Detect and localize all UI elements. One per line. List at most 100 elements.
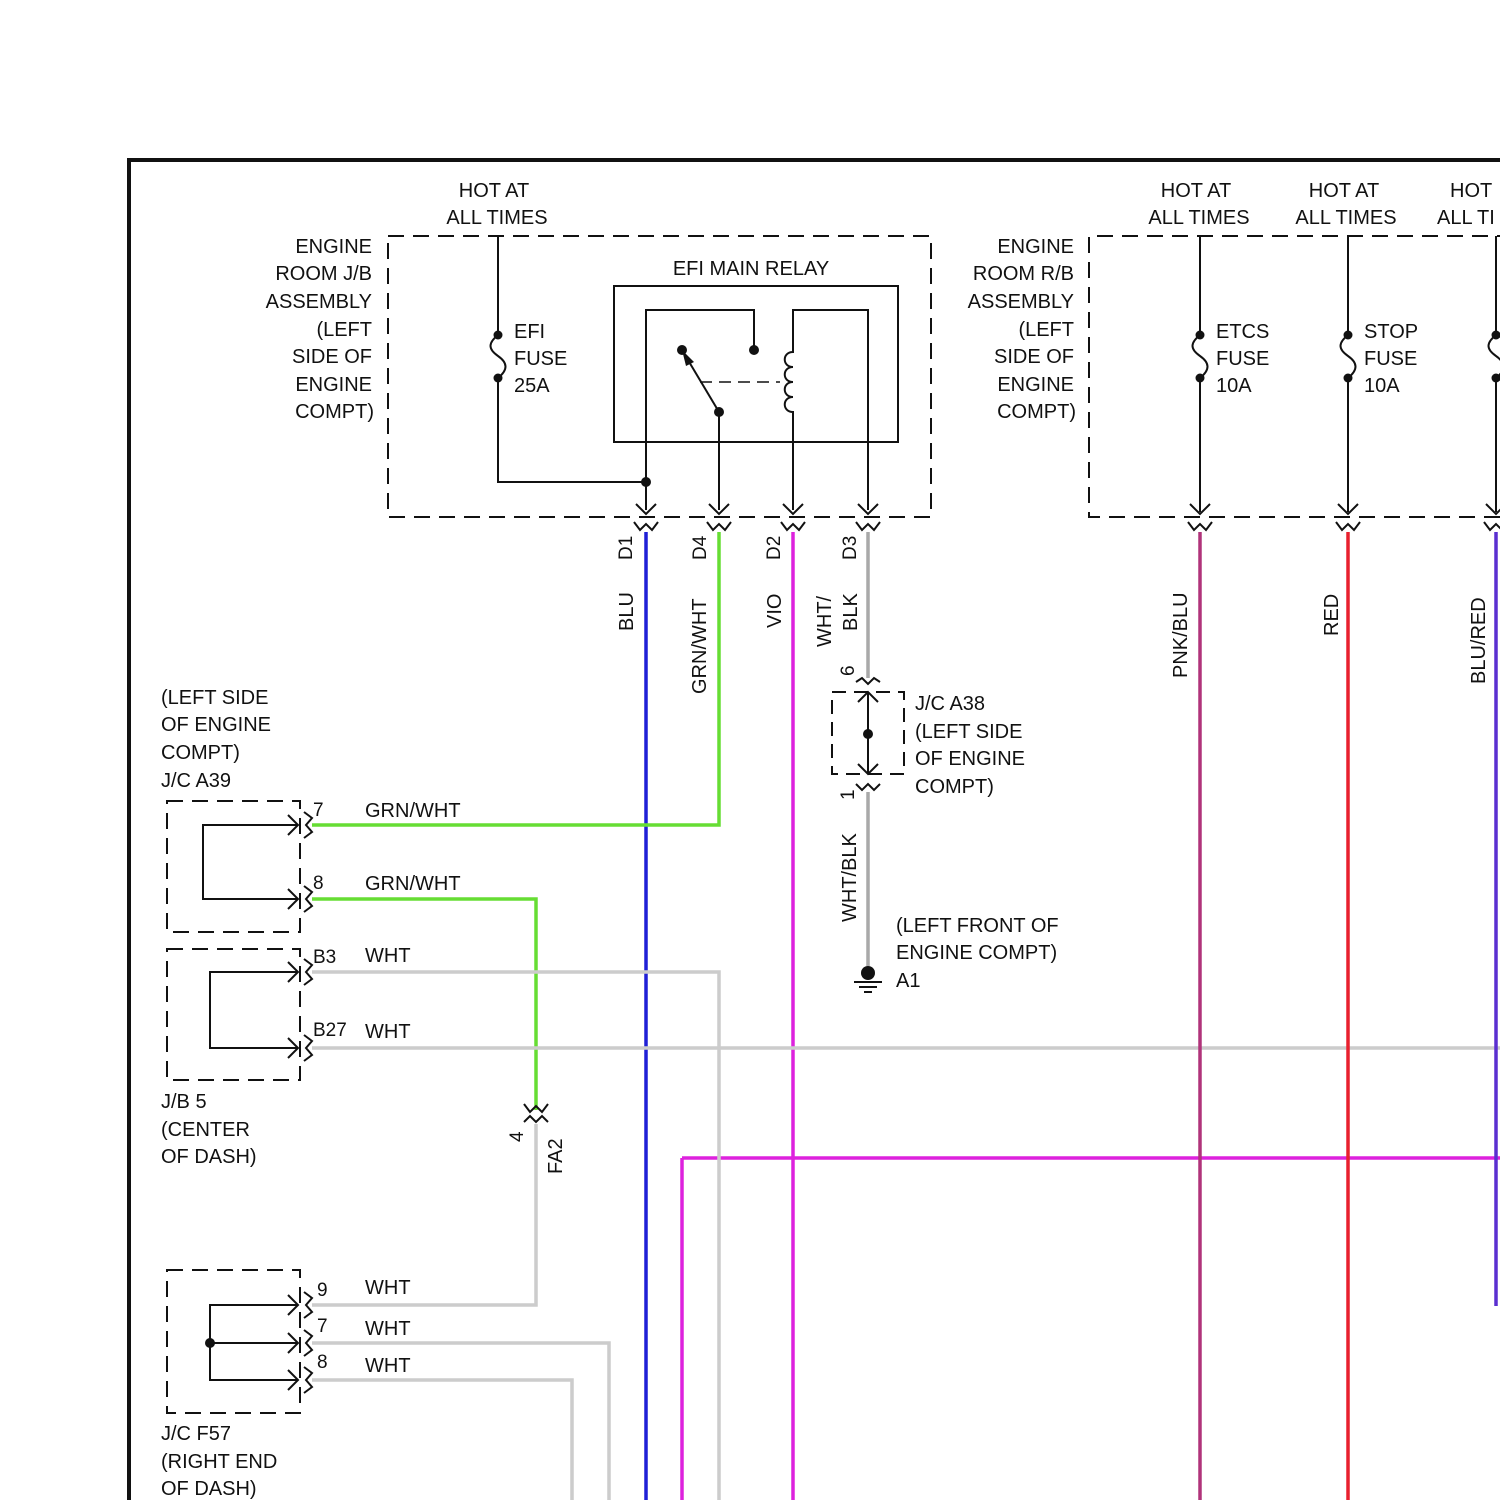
stop-fuse-label: FUSE [1364, 348, 1417, 370]
jb5-pin-b3: B3 [313, 947, 336, 968]
wire-label-pnk-blu: PNK/BLU [1170, 592, 1192, 678]
rb-label-line: ROOM R/B [973, 263, 1074, 285]
wire-wht-fa2 [312, 1124, 536, 1305]
ground-a1-label: (LEFT FRONT OF [896, 915, 1059, 937]
wire-label-grn-wht: GRN/WHT [689, 598, 711, 694]
rb-label-line: SIDE OF [994, 346, 1074, 368]
wire-grn-wht-2 [312, 899, 536, 1110]
etcs-fuse-label: FUSE [1216, 348, 1269, 370]
etcs-fuse [1188, 236, 1212, 530]
f57-pin-9: 9 [317, 1280, 328, 1301]
a39-wire-label-2: GRN/WHT [365, 873, 461, 895]
jb5-wire-label-1: WHT [365, 945, 411, 967]
wire-grn-wht-1 [312, 532, 719, 825]
engine-room-jb-box [388, 236, 931, 517]
jc-f57-shorting-bar [205, 1292, 312, 1393]
f57-pin-7: 7 [317, 1316, 328, 1337]
efi-fuse-label: EFI [514, 321, 545, 343]
wire-wht-b3 [312, 972, 719, 1500]
pin-d3: D3 [840, 536, 861, 560]
rb-label-line: (LEFT [1018, 319, 1074, 341]
efi-fuse-label: FUSE [514, 348, 567, 370]
a38-pin-bottom: 1 [838, 789, 859, 800]
rb-hot-2-line2: ALL TIMES [1295, 207, 1396, 229]
stop-fuse-label: STOP [1364, 321, 1418, 343]
jc-a38-label: J/C A38 [915, 693, 985, 715]
pin-d2: D2 [764, 536, 785, 560]
rb-hot-3-line1: HOT [1450, 180, 1492, 202]
ground-a1-label: A1 [896, 970, 920, 992]
etcs-fuse-label: ETCS [1216, 321, 1269, 343]
wire-wht-f57-7 [312, 1343, 609, 1500]
stop-fuse-label: 10A [1364, 375, 1400, 397]
jc-a38-label: COMPT) [915, 776, 994, 798]
pin-d1: D1 [616, 536, 637, 560]
engine-room-rb-box [1089, 236, 1500, 517]
wire-label-wht-blk-lower: WHT/BLK [839, 832, 861, 922]
jc-a39-box [167, 801, 300, 932]
wire-label-blu: BLU [616, 592, 638, 631]
third-fuse [1484, 236, 1500, 530]
rb-hot-3-line2: ALL TI [1437, 207, 1495, 229]
jc-a39-label: (LEFT SIDE [161, 687, 268, 709]
rb-hot-2-line1: HOT AT [1309, 180, 1379, 202]
wire-label-blu-red: BLU/RED [1468, 597, 1490, 684]
wire-label-wht-blk-2: BLK [840, 593, 862, 631]
efi-relay-title: EFI MAIN RELAY [673, 258, 829, 280]
jb5-pin-b27: B27 [313, 1020, 347, 1041]
f57-wire-label-3: WHT [365, 1355, 411, 1377]
jb-label-line: ENGINE [295, 236, 372, 258]
jb5-box [167, 949, 300, 1080]
jb5-label: (CENTER [161, 1119, 250, 1141]
jc-a39-label: J/C A39 [161, 770, 231, 792]
jb-label-line: COMPT) [295, 401, 374, 423]
jb-label-line: SIDE OF [292, 346, 372, 368]
jc-f57-label: OF DASH) [161, 1478, 257, 1500]
fa2-label: FA2 [545, 1138, 567, 1174]
wire-label-red: RED [1321, 594, 1343, 636]
rb-hot-1-line1: HOT AT [1161, 180, 1231, 202]
rb-label-line: ENGINE [997, 374, 1074, 396]
wire-wht-f57-8 [312, 1380, 572, 1500]
jb-label-line: ROOM J/B [275, 263, 372, 285]
a39-pin-7: 7 [313, 800, 324, 821]
jb5-label: J/B 5 [161, 1091, 207, 1113]
rb-label: ENGINE ROOM R/B ASSEMBLY (LEFT SIDE OF E… [968, 236, 1076, 423]
jc-a39-label: COMPT) [161, 742, 240, 764]
a39-pin-8: 8 [313, 873, 324, 894]
f57-wire-label-1: WHT [365, 1277, 411, 1299]
jb-label-line: ENGINE [295, 374, 372, 396]
f57-pin-8: 8 [317, 1352, 328, 1373]
fa2-pin: 4 [507, 1131, 528, 1142]
jb-hot-line2: ALL TIMES [446, 207, 547, 229]
jb-label-line: ASSEMBLY [266, 291, 372, 313]
jb-label-line: (LEFT [316, 319, 372, 341]
jc-a39-label: OF ENGINE [161, 714, 271, 736]
jc-f57-label: (RIGHT END [161, 1451, 277, 1473]
jb5-label: OF DASH) [161, 1146, 257, 1168]
a38-pin-top: 6 [838, 665, 859, 676]
wire-label-vio: VIO [764, 594, 786, 628]
etcs-fuse-label: 10A [1216, 375, 1252, 397]
jb5-shorting-bar [210, 959, 312, 1061]
fa2-connector [524, 1104, 548, 1122]
f57-wire-label-2: WHT [365, 1318, 411, 1340]
efi-fuse-label: 25A [514, 375, 550, 397]
ground-icon [854, 966, 882, 992]
relay-switch-icon [646, 310, 780, 510]
rb-label-line: COMPT) [997, 401, 1076, 423]
rb-label-line: ASSEMBLY [968, 291, 1074, 313]
jc-a39-shorting-bar [203, 812, 312, 912]
jc-a38-label: OF ENGINE [915, 748, 1025, 770]
jc-f57-box [167, 1270, 300, 1413]
ground-a1-label: ENGINE COMPT) [896, 942, 1057, 964]
relay-coil-icon [785, 310, 868, 510]
jb5-wire-label-2: WHT [365, 1021, 411, 1043]
jc-f57-label: J/C F57 [161, 1423, 231, 1445]
jc-a38-label: (LEFT SIDE [915, 721, 1022, 743]
a39-wire-label-1: GRN/WHT [365, 800, 461, 822]
wire-label-wht-blk-1: WHT/ [814, 595, 836, 647]
rb-label-line: ENGINE [997, 236, 1074, 258]
stop-fuse [1336, 236, 1360, 530]
